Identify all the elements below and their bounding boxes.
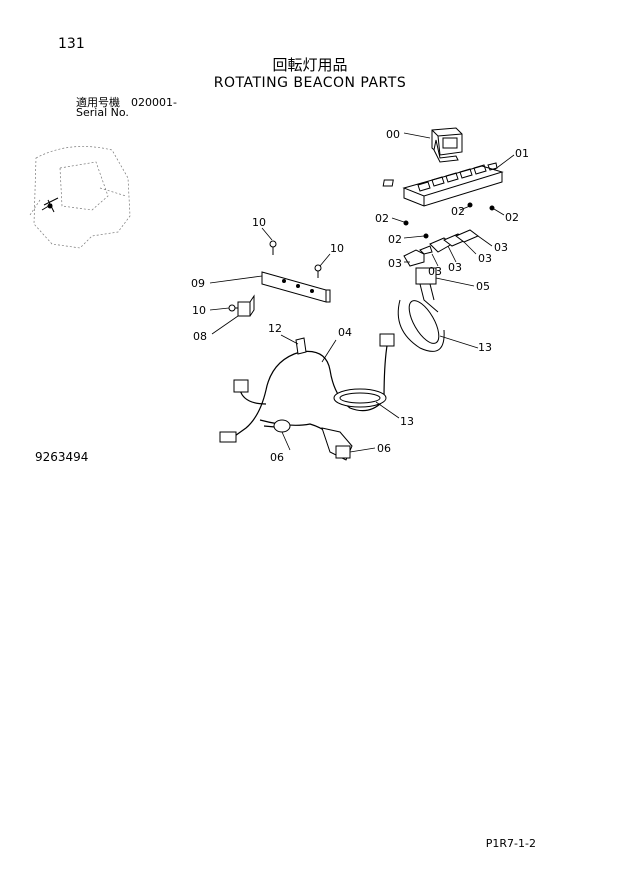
bolt-part-10 bbox=[228, 240, 322, 312]
callout-02: 02 bbox=[451, 205, 465, 218]
callout-03: 03 bbox=[478, 252, 492, 265]
callout-05: 05 bbox=[476, 280, 490, 293]
callout-01: 01 bbox=[515, 147, 529, 160]
callout-08: 08 bbox=[193, 330, 207, 343]
machine-outline-thumbnail bbox=[29, 146, 131, 249]
callout-02: 02 bbox=[505, 211, 519, 224]
leader-lines bbox=[209, 132, 515, 453]
serial-number-label: Serial No. bbox=[76, 106, 129, 119]
callout-03: 03 bbox=[448, 261, 462, 274]
switch-panel-part-01 bbox=[382, 162, 504, 207]
callout-04: 04 bbox=[338, 326, 352, 339]
rocker-switch-part-00 bbox=[431, 127, 463, 163]
callout-02: 02 bbox=[375, 212, 389, 225]
callout-03: 03 bbox=[388, 257, 402, 270]
drawing-number: 9263494 bbox=[35, 450, 89, 464]
serial-range-label: 適用号機 020001- bbox=[76, 96, 177, 109]
callout-10: 10 bbox=[252, 216, 266, 229]
callout-10: 10 bbox=[330, 242, 344, 255]
callout-00: 00 bbox=[386, 128, 400, 141]
callout-13: 13 bbox=[400, 415, 414, 428]
bracket-part-09 bbox=[261, 271, 331, 303]
beacon-location-icon bbox=[41, 197, 59, 213]
switch-cap-part-03 bbox=[403, 229, 479, 267]
callout-02: 02 bbox=[388, 233, 402, 246]
harness-loop-part-13 bbox=[397, 299, 445, 352]
page-title: ROTATING BEACON PARTS bbox=[213, 75, 407, 91]
screw-part-02 bbox=[403, 202, 495, 239]
grommet-part-06 bbox=[321, 427, 353, 461]
page-number: 131 bbox=[58, 36, 85, 52]
footer-code: P1R7-1-2 bbox=[485, 837, 536, 850]
clamp-part-12 bbox=[295, 337, 307, 355]
callout-06: 06 bbox=[270, 451, 284, 464]
callout-labels: 00 01 02 02 02 02 03 03 03 03 03 04 05 0… bbox=[191, 128, 529, 464]
callout-13: 13 bbox=[478, 341, 492, 354]
callout-09: 09 bbox=[191, 277, 205, 290]
callout-03: 03 bbox=[428, 265, 442, 278]
callout-03: 03 bbox=[494, 241, 508, 254]
callout-06: 06 bbox=[377, 442, 391, 455]
callout-10: 10 bbox=[192, 304, 206, 317]
page-title-japanese: 回転灯用品 bbox=[272, 56, 348, 74]
callout-12: 12 bbox=[268, 322, 282, 335]
connector-part-05 bbox=[415, 267, 439, 313]
relay-part-08 bbox=[237, 294, 255, 317]
harness-connectors bbox=[219, 333, 395, 443]
harness-loop-part-13-lower bbox=[333, 388, 387, 408]
